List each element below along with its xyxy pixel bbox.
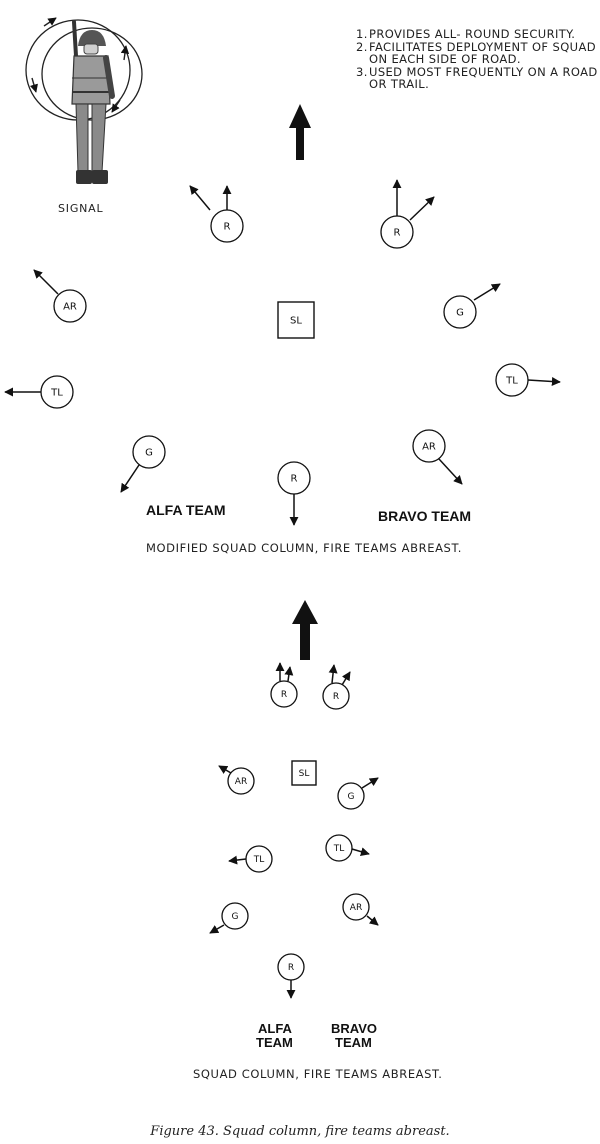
- note-item: 2. FACILITATES DEPLOYMENT OF SQUAD ON EA…: [356, 39, 596, 66]
- member-label: SL: [299, 769, 310, 779]
- top-member-r: R: [189, 185, 244, 243]
- facing-arrow: [351, 847, 370, 857]
- bottom-member-g: G: [337, 777, 379, 810]
- bottom-member-r: R: [270, 662, 298, 708]
- top-member-r: R: [277, 461, 311, 526]
- facing-arrow: [361, 777, 379, 789]
- bottom-diagram-caption: SQUAD COLUMN, FIRE TEAMS ABREAST.: [193, 1067, 443, 1081]
- top-member-r: R: [380, 179, 435, 249]
- facing-arrow: [33, 269, 59, 295]
- bottom-formation: R R AR SL G TL TL G AR R: [209, 662, 379, 999]
- member-label: TL: [333, 844, 345, 854]
- member-circle: [227, 767, 255, 795]
- direction-arrow-top: [289, 104, 311, 160]
- facing-arrow: [438, 458, 463, 485]
- member-label: TL: [253, 855, 265, 865]
- member-label: R: [333, 692, 339, 702]
- member-label: G: [232, 912, 239, 922]
- member-label: AR: [422, 442, 436, 453]
- facing-arrow: [328, 664, 338, 684]
- member-label: R: [291, 474, 298, 485]
- member-label: R: [394, 228, 401, 239]
- top-member-tl: TL: [495, 363, 561, 397]
- member-label: SL: [290, 316, 302, 327]
- notes-list: 1. PROVIDES ALL- ROUND SECURITY. 2. FACI…: [356, 28, 600, 91]
- member-label: TL: [505, 376, 518, 387]
- facing-arrow: [218, 765, 232, 774]
- member-label: R: [224, 222, 231, 233]
- member-circle: [221, 902, 249, 930]
- direction-arrow-bottom: [292, 600, 318, 660]
- member-label: R: [281, 690, 287, 700]
- member-circle: [53, 289, 87, 323]
- member-circle: [132, 435, 166, 469]
- alfa-label-line1: ALFA: [258, 1021, 292, 1036]
- member-label: TL: [50, 388, 63, 399]
- top-member-ar: AR: [33, 269, 87, 323]
- top-member-sl: SL: [277, 301, 315, 339]
- facing-arrow: [189, 185, 211, 211]
- facing-arrow: [409, 196, 435, 221]
- facing-arrow: [228, 855, 247, 865]
- note-item: 1. PROVIDES ALL- ROUND SECURITY.: [356, 27, 576, 41]
- bottom-member-tl: TL: [228, 845, 273, 873]
- member-circle: [325, 834, 353, 862]
- figure-caption: Figure 43. Squad column, fire teams abre…: [150, 1124, 450, 1139]
- top-member-ar: AR: [412, 429, 463, 485]
- facing-arrow: [209, 924, 225, 934]
- bottom-member-tl: TL: [325, 834, 370, 862]
- facing-arrow: [527, 377, 561, 386]
- bottom-member-ar: AR: [342, 893, 379, 926]
- member-circle: [443, 295, 477, 329]
- facing-arrow: [366, 915, 379, 926]
- member-label: G: [145, 448, 153, 459]
- member-circle: [270, 680, 298, 708]
- bottom-member-g: G: [209, 902, 249, 934]
- member-circle: [322, 682, 350, 710]
- note-item: 3. USED MOST FREQUENTLY ON A ROAD OR TRA…: [356, 64, 598, 91]
- member-circle: [337, 782, 365, 810]
- member-label: G: [456, 308, 464, 319]
- top-member-tl: TL: [4, 375, 74, 409]
- alfa-team-label: ALFA TEAM: [146, 502, 226, 518]
- bravo-team-label: BRAVO TEAM: [378, 508, 472, 524]
- bravo-label-line1: BRAVO: [331, 1021, 377, 1036]
- member-label: G: [348, 792, 355, 802]
- bottom-member-sl: SL: [291, 760, 317, 786]
- squad-leader-box: [291, 760, 317, 786]
- member-label: AR: [63, 302, 77, 313]
- facing-arrow: [120, 464, 140, 493]
- bottom-member-r: R: [277, 953, 305, 999]
- alfa-label-line2: TEAM: [256, 1035, 293, 1050]
- facing-arrow: [341, 671, 351, 686]
- member-label: AR: [235, 777, 247, 787]
- squad-leader-box: [277, 301, 315, 339]
- top-formation: R R AR G SL TL TL G AR R: [4, 179, 561, 526]
- member-label: R: [288, 963, 294, 973]
- member-circle: [342, 893, 370, 921]
- member-label: AR: [350, 903, 362, 913]
- facing-arrow: [284, 666, 294, 682]
- top-member-g: G: [443, 283, 501, 329]
- soldier-signal-illustration: [25, 17, 143, 184]
- bravo-label-line2: TEAM: [335, 1035, 372, 1050]
- member-circle: [412, 429, 446, 463]
- facing-arrow: [473, 283, 501, 301]
- signal-label: SIGNAL: [58, 202, 104, 215]
- bottom-member-ar: AR: [218, 765, 255, 795]
- top-member-g: G: [120, 435, 166, 493]
- top-diagram-caption: MODIFIED SQUAD COLUMN, FIRE TEAMS ABREAS…: [146, 541, 462, 555]
- bottom-member-r: R: [322, 664, 351, 710]
